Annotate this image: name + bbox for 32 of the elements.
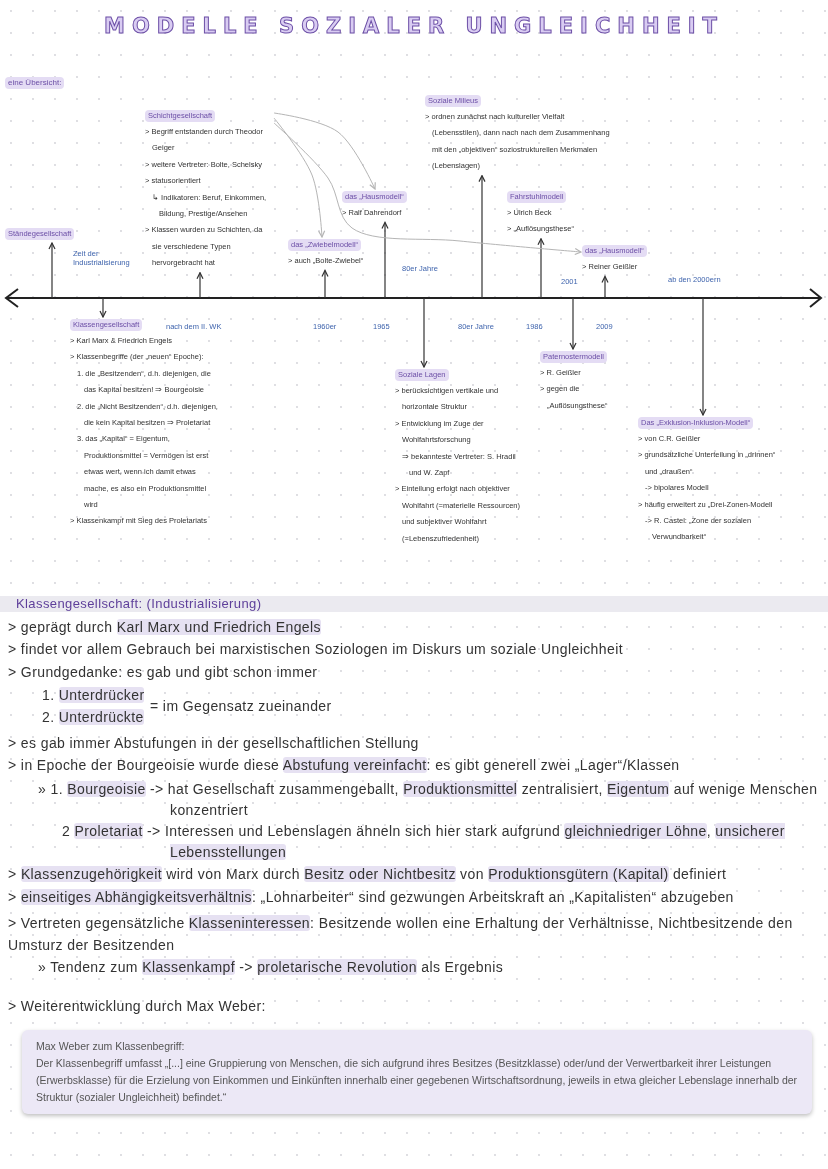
- note-text: > geprägt durch Karl Marx und Friedrich Engels: [8, 619, 321, 635]
- note-text: 1. Unterdrücker: [42, 687, 145, 703]
- arrow: [48, 242, 56, 299]
- page-title: MODELLE SOZIALER UNGLEICHHEIT: [103, 14, 725, 38]
- arrow: [196, 272, 204, 299]
- note-text: > Grundgedanke: es gab und gibt schon immer: [8, 664, 318, 680]
- quote-box: [22, 1030, 812, 1114]
- model-heading: eine Übersicht:: [5, 77, 65, 89]
- note-text: > Klassenzugehörigkeit wird von Marx durch Besitz oder Nichtbesitz von Produktionsgütern (Kapital) definiert: [8, 866, 727, 882]
- arrow: [699, 297, 707, 416]
- curved-arrow: [273, 122, 582, 256]
- quote-text: Der Klassenbegriff umfasst „[...] eine Gruppierung von Menschen, die sich aufgrund ihres Besitzes (Besitzklasse) oder/und der Verwertbarkeit ihrer Leistungen (Erwerbsklasse) für die Erzielung von Einkommen und Einkünften innerhalb einer gegebenen Wirtschaftsordnung, jeweils in etwa gleicher Lebenslage innerhalb der Struktur (sozialer Ungleichheit) befindet.“: [36, 1056, 798, 1105]
- note-text: = im Gegensatz zueinander: [150, 698, 332, 714]
- arrow: [381, 221, 389, 299]
- arrow: [99, 297, 107, 318]
- section-heading: Klassengesellschaft: (Industrialisierung): [0, 596, 828, 612]
- note-text: » Tendenz zum Klassenkampf -> proletarische Revolution als Ergebnis: [38, 959, 504, 975]
- arrow: [569, 297, 577, 350]
- note-text: > Weiterentwicklung durch Max Weber:: [8, 998, 266, 1014]
- note-text: > es gab immer Abstufungen in der gesellschaftlichen Stellung: [8, 735, 419, 751]
- arrow: [321, 269, 329, 299]
- note-text: > findet vor allem Gebrauch bei marxistischen Soziologen im Diskurs um soziale Ungleichheit: [8, 641, 623, 657]
- arrow: [478, 175, 486, 299]
- curved-arrow: [273, 117, 326, 238]
- note-text: > in Epoche der Bourgeoisie wurde diese Abstufung vereinfacht: es gibt generell zwei „Lager“/Klassen: [8, 757, 680, 773]
- arrow: [601, 275, 609, 299]
- arrow: [420, 297, 428, 368]
- curved-arrow: [273, 112, 376, 190]
- quote-heading: Max Weber zum Klassenbegriff:: [36, 1039, 186, 1054]
- note-text: > einseitiges Abhängigkeitsverhältnis: „Lohnarbeiter“ sind gezwungen Arbeitskraft an „Kapitalisten“ abzugeben: [8, 889, 734, 905]
- note-text: 2. Unterdrückte: [42, 709, 144, 725]
- arrow: [537, 238, 545, 299]
